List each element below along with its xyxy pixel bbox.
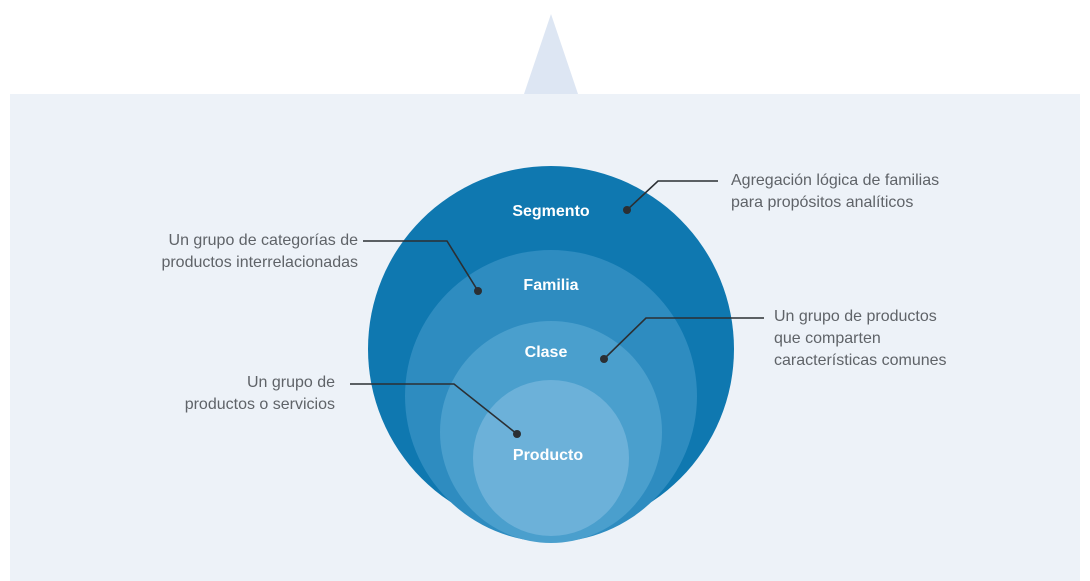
- segmento-annotation: Agregación lógica de familias para propó…: [731, 172, 940, 211]
- top-triangle-mark: [524, 14, 578, 94]
- clase-leader-line: [603, 317, 764, 360]
- familia-leader-dot: [474, 287, 482, 295]
- producto-label: Producto: [513, 447, 583, 464]
- segmento-leader-line: [626, 180, 718, 211]
- clase-label: Clase: [525, 344, 568, 361]
- familia-label: Familia: [523, 277, 578, 294]
- producto-annotation: Un grupo de productos o servicios: [184, 374, 335, 413]
- producto-leader-dot: [513, 430, 521, 438]
- familia-leader-line: [363, 240, 479, 292]
- clase-leader-dot: [600, 355, 608, 363]
- segmento-leader-dot: [623, 206, 631, 214]
- producto-circle: [473, 380, 629, 536]
- familia-annotation: Un grupo de categorías de productos inte…: [161, 232, 358, 271]
- producto-leader-line: [350, 383, 518, 435]
- clase-annotation: Un grupo de productos que comparten cara…: [774, 308, 947, 369]
- segmento-label: Segmento: [512, 203, 590, 220]
